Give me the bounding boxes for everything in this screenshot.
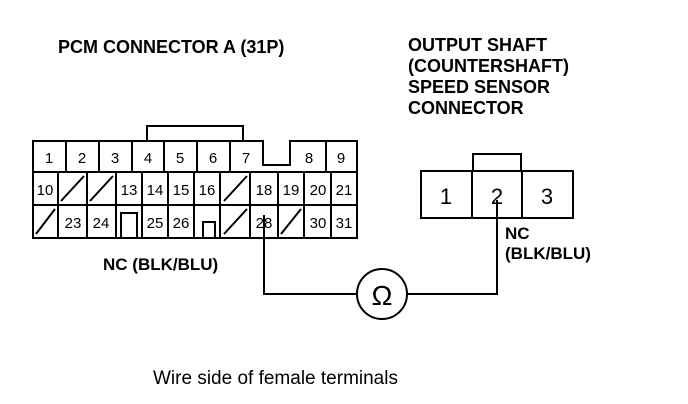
pcm-key-notch-left (120, 212, 138, 238)
pcm-pin-16: 16 (199, 182, 216, 199)
pcm-connector-title: PCM CONNECTOR A (31P) (58, 37, 284, 57)
sensor-title-line-2: (COUNTERSHAFT) (408, 56, 569, 76)
pcm-pin-15: 15 (173, 182, 190, 199)
pcm-connector-tab (146, 125, 244, 141)
test-leads (263, 200, 498, 295)
sensor-pin-3: 3 (541, 184, 553, 209)
pcm-pin-19: 19 (283, 182, 300, 199)
pcm-pin-4: 4 (144, 150, 152, 167)
pcm-pin-31: 31 (336, 215, 353, 232)
pcm-pin-14: 14 (147, 182, 164, 199)
sensor-connector-title: OUTPUT SHAFT (COUNTERSHAFT) SPEED SENSOR… (408, 35, 569, 118)
pcm-pin-8: 8 (305, 150, 313, 167)
pcm-pin-30: 30 (310, 215, 327, 232)
sensor-pin-labels: 1 2 3 (440, 184, 553, 209)
pcm-pin-5: 5 (176, 150, 184, 167)
pcm-pin-21: 21 (336, 182, 353, 199)
sensor-pin-1: 1 (440, 184, 452, 209)
diagram-caption: Wire side of female terminals (153, 368, 398, 389)
pcm-pin-6: 6 (209, 150, 217, 167)
sensor-title-line-1: OUTPUT SHAFT (408, 35, 547, 55)
pcm-pin-9: 9 (337, 150, 345, 167)
pcm-pin-3: 3 (111, 150, 119, 167)
test-lead-pcm (263, 215, 357, 295)
sensor-pin-2: 2 (491, 184, 503, 209)
sensor-wire-label: NC (BLK/BLU) (505, 224, 591, 263)
sensor-title-line-3: SPEED SENSOR (408, 77, 550, 97)
pcm-pin-20: 20 (310, 182, 327, 199)
sensor-title-line-4: CONNECTOR (408, 98, 524, 118)
sensor-connector-tab (472, 153, 522, 171)
pcm-pin-2: 2 (78, 150, 86, 167)
sensor-wire-label-line-1: NC (505, 224, 530, 243)
pcm-pin-10: 10 (37, 182, 54, 199)
test-lead-sensor (407, 200, 498, 295)
pcm-pin-25: 25 (147, 215, 164, 232)
pcm-pin-1: 1 (45, 150, 53, 167)
ohmmeter-icon: Ω (356, 268, 408, 320)
pcm-pin-7: 7 (242, 150, 250, 167)
pcm-wire-label: NC (BLK/BLU) (103, 255, 218, 274)
pcm-pin-18: 18 (256, 182, 273, 199)
pcm-connector (32, 125, 358, 239)
ohm-symbol: Ω (372, 280, 393, 311)
pcm-pin-23: 23 (65, 215, 82, 232)
pcm-pin-13: 13 (121, 182, 138, 199)
pcm-pin-24: 24 (93, 215, 110, 232)
pcm-key-notch-right (202, 221, 216, 238)
pcm-pin-labels: 1 2 3 4 5 6 7 8 9 10 13 14 15 16 18 19 2… (37, 150, 353, 232)
sensor-wire-label-line-2: (BLK/BLU) (505, 244, 591, 263)
pcm-pin-26: 26 (173, 215, 190, 232)
